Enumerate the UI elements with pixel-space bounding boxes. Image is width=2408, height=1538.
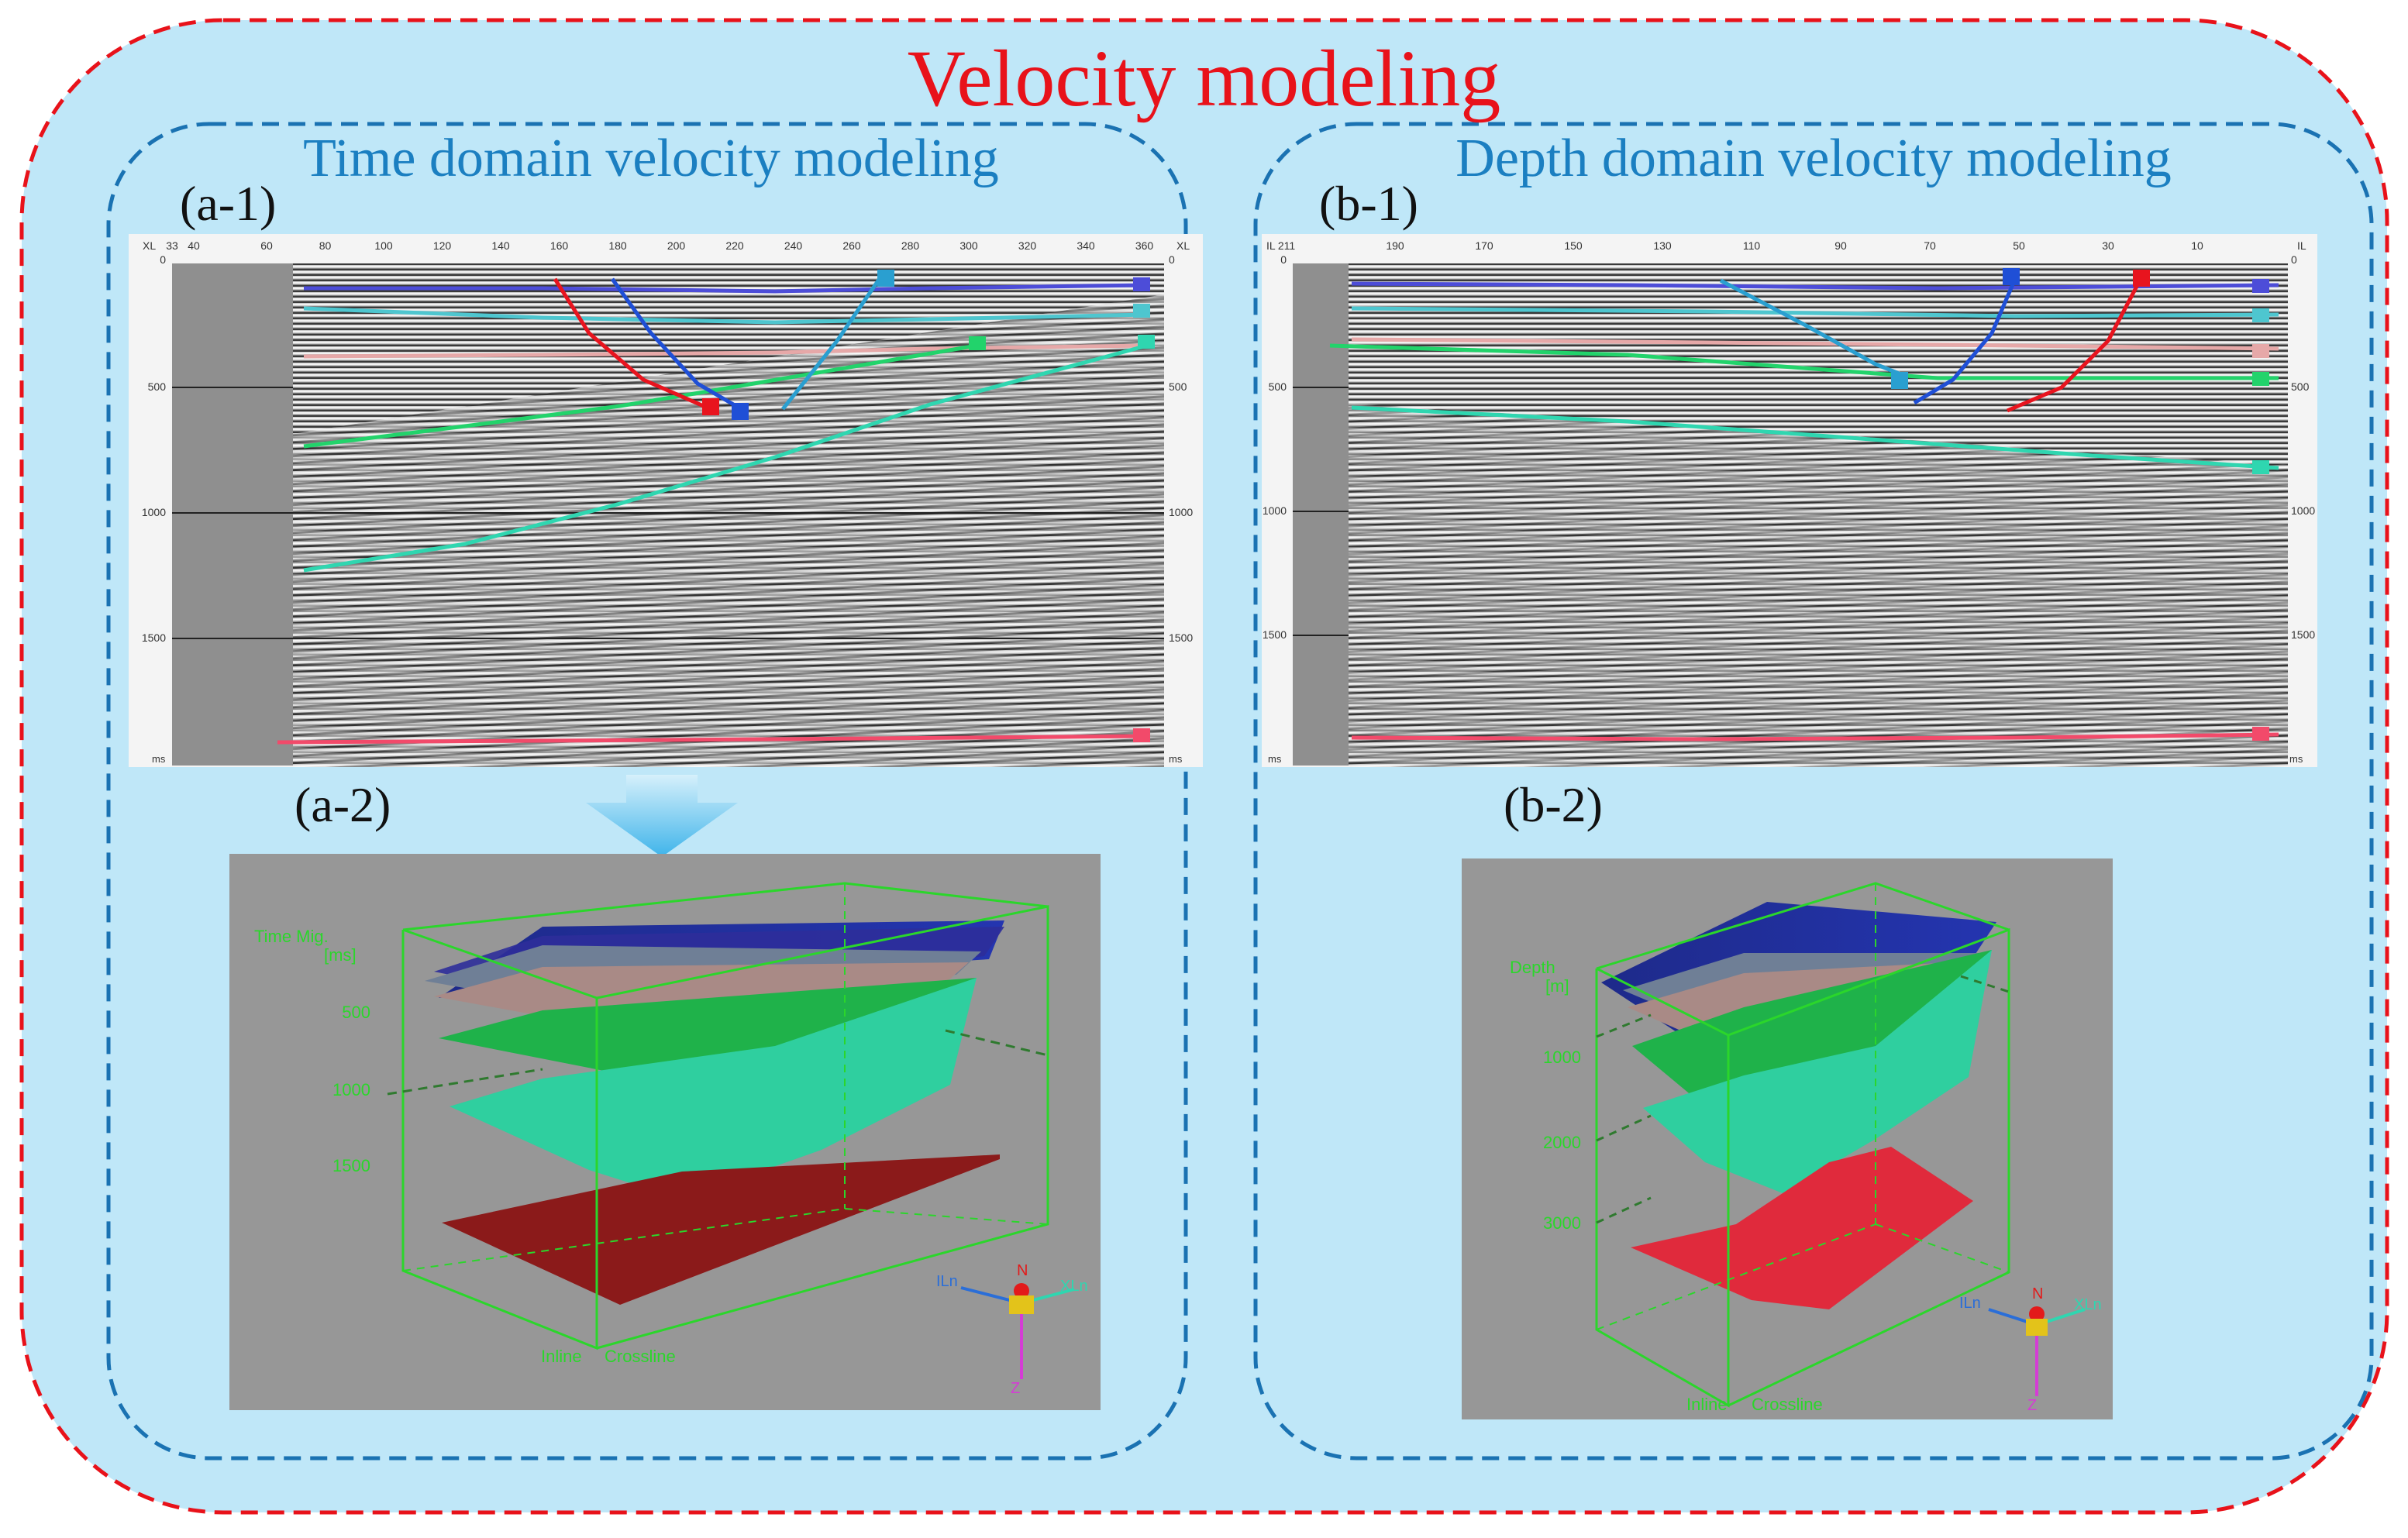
label-a2: (a-2) bbox=[295, 777, 391, 832]
depth-model-axis-unit: [m] bbox=[1545, 976, 1569, 996]
label-b1: (b-1) bbox=[1319, 176, 1418, 231]
depth-section-depth-label-right: 500 bbox=[2291, 380, 2310, 393]
depth-section-unit-left: ms bbox=[1268, 753, 1282, 765]
depth-section-unit-right: ms bbox=[2289, 753, 2303, 765]
depth-section-right-axis-name: IL bbox=[2297, 239, 2306, 252]
depth-section-depth-label: 1000 bbox=[1263, 504, 1287, 517]
time-section-time-label: 1000 bbox=[142, 506, 166, 518]
depth-3d-model bbox=[1462, 858, 2113, 1419]
time-section-tick-label: 60 bbox=[260, 239, 273, 252]
time-section-time-label-right: 1500 bbox=[1169, 631, 1193, 644]
time-domain-title: Time domain velocity modeling bbox=[303, 129, 999, 188]
time-section-tick-label: 240 bbox=[784, 239, 803, 252]
depth-section-tick-label: 70 bbox=[1924, 239, 1936, 252]
depth-section-depth-label-right: 1000 bbox=[2291, 504, 2315, 517]
time-section-right-axis-name: XL bbox=[1176, 239, 1190, 252]
time-section-time-label: 500 bbox=[148, 380, 167, 393]
depth-compass-iln: ILn bbox=[1959, 1295, 1981, 1312]
depth-section-tick-label: 30 bbox=[2102, 239, 2114, 252]
depth-section-axis-name: IL bbox=[1266, 239, 1276, 252]
time-section-tick-label: 300 bbox=[959, 239, 978, 252]
time-section-tick-label: 140 bbox=[491, 239, 510, 252]
time-model-axis-unit: [ms] bbox=[324, 945, 357, 965]
time-section-tick-label: 120 bbox=[433, 239, 452, 252]
time-section-time-ticks: 0 0 500 500 1000 1000 1500 1500 bbox=[142, 253, 1194, 644]
depth-section-depth-label-right: 0 bbox=[2291, 253, 2297, 266]
time-compass-iln: ILn bbox=[936, 1273, 958, 1290]
label-b2: (b-2) bbox=[1504, 777, 1603, 832]
depth-model-tick: 1000 bbox=[1543, 1048, 1581, 1067]
time-section-tick-label: 33 bbox=[166, 239, 178, 252]
time-section-time-label: 0 bbox=[160, 253, 166, 266]
depth-section-tick-label: 10 bbox=[2191, 239, 2203, 252]
time-section-tick-label: 200 bbox=[667, 239, 686, 252]
depth-section-tick-label: 150 bbox=[1564, 239, 1583, 252]
time-section-tick-label: 260 bbox=[842, 239, 861, 252]
time-section-unit-left: ms bbox=[152, 753, 166, 765]
time-seismic-section bbox=[129, 234, 1203, 767]
time-section-time-label-right: 1000 bbox=[1169, 506, 1193, 518]
depth-section-tick-label: 50 bbox=[2013, 239, 2025, 252]
depth-model-axis-title: Depth bbox=[1510, 958, 1555, 977]
time-3d-model bbox=[229, 854, 1101, 1410]
time-domain-panel bbox=[106, 122, 1188, 1461]
time-section-axis-name: XL bbox=[143, 239, 156, 252]
depth-section-depth-label: 1500 bbox=[1263, 628, 1287, 641]
depth-compass-n: N bbox=[2032, 1285, 2043, 1302]
depth-section-depth-label: 0 bbox=[1280, 253, 1287, 266]
time-section-tick-label: 280 bbox=[901, 239, 920, 252]
main-title: Velocity modeling bbox=[907, 34, 1501, 123]
time-compass-xln: XLn bbox=[1060, 1278, 1088, 1295]
depth-section-depth-label: 500 bbox=[1269, 380, 1287, 393]
depth-section-tick-label: 90 bbox=[1834, 239, 1847, 252]
depth-model-ticks: 1000 2000 3000 bbox=[1543, 1048, 1581, 1233]
time-model-inline-label: Inline bbox=[541, 1347, 582, 1366]
time-section-unit-right: ms bbox=[1169, 753, 1183, 765]
depth-model-inline-label: Inline bbox=[1686, 1395, 1728, 1414]
time-section-tick-label: 220 bbox=[725, 239, 744, 252]
time-section-time-label-right: 0 bbox=[1169, 253, 1175, 266]
depth-model-tick: 3000 bbox=[1543, 1213, 1581, 1233]
time-section-tick-label: 160 bbox=[550, 239, 569, 252]
time-section-tick-labels: 33 40 60 80 100 120 140 160 180 200 220 240 260 280 30… bbox=[166, 239, 1153, 252]
time-compass-z: Z bbox=[1011, 1380, 1020, 1397]
depth-section-depth-ticks: 0 0 500 500 1000 1000 1500 1500 bbox=[1263, 253, 2316, 641]
time-model-tick: 1000 bbox=[332, 1080, 370, 1099]
depth-compass-z: Z bbox=[2027, 1397, 2037, 1414]
depth-section-tick-label: 170 bbox=[1475, 239, 1493, 252]
depth-section-tick-label: 130 bbox=[1653, 239, 1672, 252]
time-section-tick-label: 360 bbox=[1135, 239, 1154, 252]
depth-section-tick-label: 211 bbox=[1278, 239, 1296, 252]
depth-domain-title: Depth domain velocity modeling bbox=[1455, 129, 2172, 188]
depth-model-crossline-label: Crossline bbox=[1752, 1395, 1823, 1414]
depth-domain-panel bbox=[1253, 122, 2374, 1461]
depth-section-tick-label: 190 bbox=[1386, 239, 1404, 252]
depth-seismic-section bbox=[1262, 234, 2317, 767]
label-a1: (a-1) bbox=[180, 176, 277, 231]
time-section-tick-label: 320 bbox=[1018, 239, 1037, 252]
time-section-tick-label: 100 bbox=[374, 239, 393, 252]
down-arrow-icon bbox=[586, 775, 738, 857]
time-section-tick-label: 80 bbox=[319, 239, 332, 252]
time-section-time-label-right: 500 bbox=[1169, 380, 1187, 393]
time-model-axis-title: Time Mig. bbox=[254, 927, 329, 946]
time-section-tick-label: 40 bbox=[188, 239, 200, 252]
time-section-tick-label: 340 bbox=[1077, 239, 1095, 252]
time-compass-n: N bbox=[1017, 1262, 1028, 1279]
time-section-tick-label: 180 bbox=[608, 239, 627, 252]
depth-section-tick-labels: 211 190 170 150 130 110 90 70 50 30 10 bbox=[1278, 239, 2203, 252]
depth-section-depth-label-right: 1500 bbox=[2291, 628, 2315, 641]
depth-model-tick: 2000 bbox=[1543, 1133, 1581, 1152]
depth-section-tick-label: 110 bbox=[1743, 239, 1761, 252]
time-model-tick: 1500 bbox=[332, 1156, 370, 1175]
depth-compass-xln: XLn bbox=[2074, 1296, 2102, 1313]
time-model-crossline-label: Crossline bbox=[605, 1347, 676, 1366]
time-section-time-label: 1500 bbox=[142, 631, 166, 644]
time-model-ticks: 500 1000 1500 bbox=[332, 1003, 370, 1175]
time-model-tick: 500 bbox=[342, 1003, 370, 1022]
